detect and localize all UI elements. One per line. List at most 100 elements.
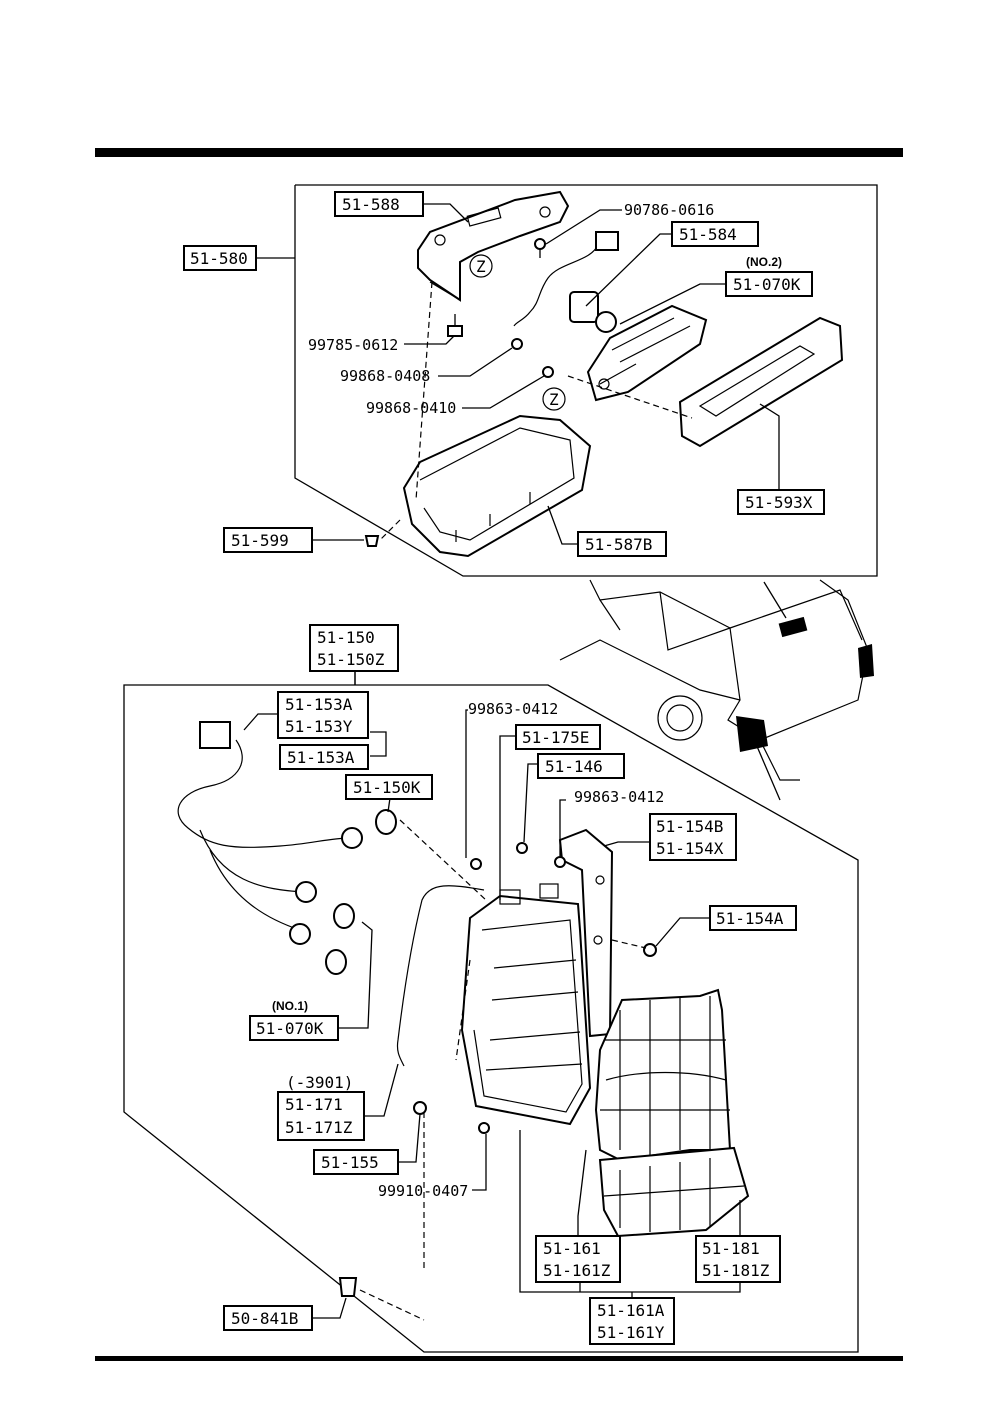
label-bulb-k: 51-150K <box>353 778 421 797</box>
label-clip-bottom: 50-841B <box>231 1309 298 1328</box>
dash-bottom-2 <box>359 1289 425 1321</box>
label-harness-2: 51-153Y <box>285 717 353 736</box>
label-bracket: 51-588 <box>342 195 400 214</box>
label-box-assembly <box>183 245 257 271</box>
label-box-clip-bottom <box>223 1305 313 1331</box>
leader-clip-bottom <box>312 1297 347 1319</box>
dash-top-2 <box>567 375 693 419</box>
z-marker-2-label: Z <box>549 390 559 409</box>
leader-bracket <box>424 203 469 223</box>
vehicle-rear-drawing <box>559 579 874 801</box>
label-bulb-bottom: 51-070K <box>256 1019 324 1038</box>
z-marker-1-label: Z <box>476 257 486 276</box>
label-bulb-top: 51-070K <box>733 275 801 294</box>
lens-lower-drawing <box>598 1146 750 1238</box>
label-lamp-assy-2: 51-150Z <box>317 650 385 669</box>
grommet-drawing <box>516 842 528 854</box>
top-section: Z Z <box>183 184 878 577</box>
leader-gasket <box>364 1063 399 1117</box>
leader-cover <box>547 505 578 545</box>
header-rule <box>95 148 903 157</box>
bulb-1-drawing <box>333 903 355 929</box>
label-box-clip <box>223 527 313 553</box>
label-socket: 51-584 <box>679 225 737 244</box>
label-clip: 51-599 <box>231 531 289 550</box>
leader-bolt <box>404 335 455 345</box>
label-box-screw-155 <box>313 1149 399 1175</box>
label-box-bulb-bottom <box>249 1015 339 1041</box>
label-harness-3: 51-153A <box>287 748 355 767</box>
z-marker-1 <box>469 254 493 278</box>
rear-lamp-housing-drawing <box>460 883 592 1126</box>
label-cover: 51-587B <box>585 535 652 554</box>
mount-bracket-drawing <box>417 190 570 302</box>
label-gasket-1: 51-171 <box>285 1095 343 1114</box>
bottom-section-frame <box>123 670 859 1353</box>
label-box-screw-bracket <box>709 905 797 931</box>
label-assembly: 51-580 <box>190 249 248 268</box>
label-box-lamp-assy <box>309 624 399 672</box>
z-marker-2 <box>542 387 566 411</box>
label-screw-b: 99868-0410 <box>366 399 456 417</box>
label-box-cover <box>577 531 667 557</box>
label-gasket-note: (-3901) <box>286 1073 353 1092</box>
leader-screw-right <box>559 799 566 856</box>
label-box-gasket <box>277 1091 365 1141</box>
label-screw-155: 51-155 <box>321 1153 379 1172</box>
bulb-2-drawing <box>325 949 347 975</box>
screw-a-drawing <box>511 338 523 350</box>
label-box-lens <box>737 489 825 515</box>
label-harness-1: 51-153A <box>285 695 353 714</box>
label-bulb-note-bottom: (NO.1) <box>272 999 308 1013</box>
label-box-bracket <box>334 191 424 217</box>
label-side-bracket-2: 51-154X <box>656 839 724 858</box>
label-lamp-assy-1: 51-150 <box>317 628 375 647</box>
label-nut: 51-175E <box>522 728 589 747</box>
label-box-harness-3 <box>279 744 369 770</box>
label-lens-161-1: 51-161 <box>543 1239 601 1258</box>
label-box-lens-assy <box>589 1297 675 1345</box>
screw-bracket-drawing <box>643 943 657 957</box>
dash-bottom-4 <box>455 959 471 1061</box>
dash-top-1 <box>415 281 433 501</box>
label-box-side-bracket <box>649 813 737 861</box>
bottom-section: 51-150 51-150Z 51-153A 51-153Y 51-153A 5… <box>123 624 859 1353</box>
label-screw-top: 90786-0616 <box>624 201 714 219</box>
cover-drawing <box>402 414 592 558</box>
label-lens-assy-2: 51-161Y <box>597 1323 665 1342</box>
dash-top-3 <box>379 519 401 541</box>
screw-b-drawing <box>542 366 554 378</box>
label-grommet: 51-146 <box>545 757 603 776</box>
leader-lens-assy <box>519 1130 741 1293</box>
leader-screw-bottom <box>472 1134 487 1191</box>
label-box-socket <box>671 221 759 247</box>
label-screw-a: 99868-0408 <box>340 367 430 385</box>
footer-rule <box>95 1356 903 1361</box>
label-gasket-2: 51-171Z <box>285 1118 353 1137</box>
label-lens-161-2: 51-161Z <box>543 1261 611 1280</box>
leader-screw-top-bottom <box>465 709 468 858</box>
socket-harness-drawing <box>513 231 619 333</box>
leader-bulb-k <box>387 797 391 813</box>
label-box-lens-181 <box>695 1235 781 1283</box>
label-side-bracket-1: 51-154B <box>656 817 723 836</box>
label-screw-bracket: 51-154A <box>716 909 784 928</box>
label-bolt: 99785-0612 <box>308 336 398 354</box>
label-bulb-note-top: (NO.2) <box>746 255 782 269</box>
screw-top-drawing <box>534 238 546 258</box>
clip-bottom-drawing <box>338 1277 358 1297</box>
label-lens: 51-593X <box>745 493 813 512</box>
high-mount-lamp-drawing <box>586 304 708 402</box>
label-box-grommet <box>537 753 625 779</box>
label-lens-181-2: 51-181Z <box>702 1261 770 1280</box>
label-screw-bottom: 99910-0407 <box>378 1182 468 1200</box>
harness-drawing <box>177 721 363 945</box>
clip-drawing <box>364 535 380 547</box>
leader-screw-bracket <box>655 917 710 947</box>
label-box-lens-161 <box>535 1235 621 1283</box>
label-box-harness <box>277 691 369 739</box>
leader-bulb-bottom <box>338 921 373 1029</box>
leader-harness-bracket <box>370 731 387 757</box>
leader-harness <box>243 713 278 731</box>
screw-bottom-drawing <box>478 1122 490 1134</box>
